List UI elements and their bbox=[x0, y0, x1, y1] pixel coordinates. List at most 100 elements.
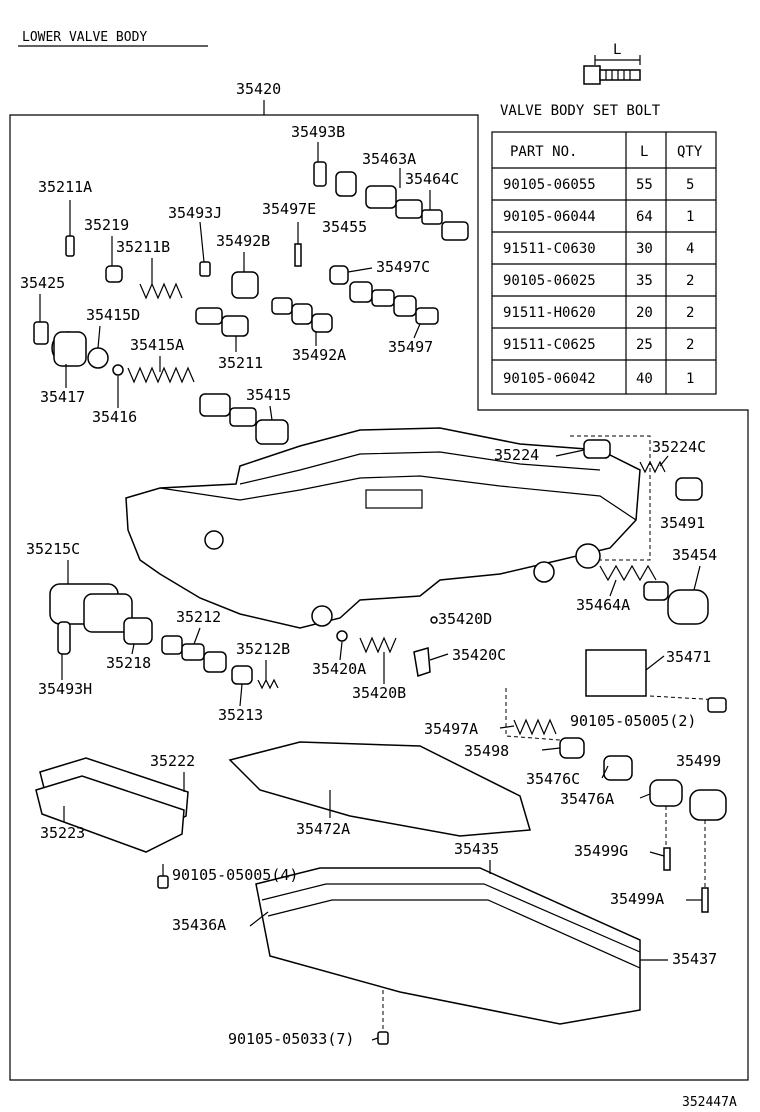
clip-35420C bbox=[413, 647, 431, 677]
plate-35437 bbox=[267, 899, 641, 969]
callout-90105-05005-4: 90105-05005(4) bbox=[172, 866, 298, 884]
callout-35491: 35491 bbox=[660, 514, 705, 532]
bolt-90105-05005-2 bbox=[707, 697, 727, 713]
plug-35224 bbox=[583, 439, 611, 459]
table-cell: 30 bbox=[636, 241, 653, 257]
callout-35212: 35212 bbox=[176, 608, 221, 626]
callout-35492A: 35492A bbox=[292, 346, 346, 364]
table-cell: 20 bbox=[636, 305, 653, 321]
callout-35497E: 35497E bbox=[262, 200, 316, 218]
table-cell: 91511-H0620 bbox=[503, 305, 596, 321]
callout-35493B: 35493B bbox=[291, 123, 345, 141]
bolt-table-border bbox=[491, 131, 717, 395]
callout-35472A: 35472A bbox=[296, 820, 350, 838]
table-cell: 55 bbox=[636, 177, 653, 193]
bolt-90105-05005-4 bbox=[157, 875, 169, 889]
valve-35492A bbox=[271, 297, 333, 333]
plug-35491 bbox=[675, 477, 703, 501]
callout-35464A: 35464A bbox=[576, 596, 630, 614]
ring-35415D bbox=[87, 347, 109, 369]
spring-35420B bbox=[359, 636, 397, 654]
callout-35476A: 35476A bbox=[560, 790, 614, 808]
spring-35211B bbox=[139, 282, 183, 300]
callout-35499: 35499 bbox=[676, 752, 721, 770]
leader-lines bbox=[39, 142, 702, 1041]
spring-35212B bbox=[257, 678, 279, 690]
pin-35493H bbox=[57, 621, 71, 655]
spring-35464A bbox=[599, 564, 657, 582]
ball-35420A bbox=[336, 630, 348, 642]
gasket-35472A bbox=[228, 741, 531, 837]
table-cell: 90105-06044 bbox=[503, 209, 596, 225]
callout-35498: 35498 bbox=[464, 742, 509, 760]
plug-35425 bbox=[33, 321, 49, 345]
callout-35499G: 35499G bbox=[574, 842, 628, 860]
table-header-length: L bbox=[640, 144, 648, 160]
plug-35497C bbox=[329, 265, 349, 285]
callout-35497: 35497 bbox=[388, 338, 433, 356]
callout-35215C: 35215C bbox=[26, 540, 80, 558]
dashed-guide-2 bbox=[505, 688, 561, 741]
diagram-title: LOWER VALVE BODY bbox=[22, 30, 147, 45]
callout-35493H: 35493H bbox=[38, 680, 92, 698]
callout-labels: 35493B 35463A 35464C 35211A 35219 35493J… bbox=[20, 123, 721, 1048]
callout-35211A: 35211A bbox=[38, 178, 92, 196]
table-cell: 91511-C0625 bbox=[503, 337, 596, 353]
callout-35417: 35417 bbox=[40, 388, 85, 406]
callout-35454: 35454 bbox=[672, 546, 717, 564]
valve-35212 bbox=[161, 635, 227, 673]
callout-35224C: 35224C bbox=[652, 438, 706, 456]
callout-35213: 35213 bbox=[218, 706, 263, 724]
spring-35497A bbox=[513, 718, 557, 736]
valve-body bbox=[125, 427, 641, 629]
pin-35497E bbox=[294, 243, 302, 267]
valve-35454 bbox=[643, 581, 709, 625]
callout-35437: 35437 bbox=[672, 950, 717, 968]
dashed-guide bbox=[570, 435, 651, 561]
callout-35415: 35415 bbox=[246, 386, 291, 404]
callout-90105-05033-7: 90105-05033(7) bbox=[228, 1030, 354, 1048]
plug-35213 bbox=[231, 665, 253, 685]
table-cell: 4 bbox=[686, 241, 694, 257]
callout-35218: 35218 bbox=[106, 654, 151, 672]
bolt-dimension-label: L bbox=[613, 42, 621, 58]
spring-35224C bbox=[639, 460, 666, 474]
plate-35471 bbox=[585, 649, 647, 697]
callout-35416: 35416 bbox=[92, 408, 137, 426]
callout-35455: 35455 bbox=[322, 218, 367, 236]
callout-35471: 35471 bbox=[666, 648, 711, 666]
plug-35492B bbox=[231, 271, 259, 299]
table-cell: 35 bbox=[636, 273, 653, 289]
callout-35497C: 35497C bbox=[376, 258, 430, 276]
sleeve-35215C bbox=[49, 583, 133, 633]
callout-35499A: 35499A bbox=[610, 890, 664, 908]
bolt-table-caption: VALVE BODY SET BOLT bbox=[500, 103, 661, 119]
assembly-frame bbox=[9, 114, 749, 1081]
callout-35415A: 35415A bbox=[130, 336, 184, 354]
bolt-icon bbox=[583, 55, 641, 85]
callout-35493J: 35493J bbox=[168, 204, 222, 222]
callout-35436A: 35436A bbox=[172, 916, 226, 934]
table-cell: 90105-06055 bbox=[503, 177, 596, 193]
plate-35435 bbox=[255, 867, 641, 1025]
table-cell: 40 bbox=[636, 371, 653, 387]
callout-35222: 35222 bbox=[150, 752, 195, 770]
pin-35499A bbox=[701, 887, 709, 913]
plug-35218 bbox=[123, 617, 153, 645]
plug-35219 bbox=[105, 265, 123, 283]
pin-35493J bbox=[199, 261, 211, 277]
table-cell: 90105-06042 bbox=[503, 371, 596, 387]
table-cell: 91511-C0630 bbox=[503, 241, 596, 257]
callout-35492B: 35492B bbox=[216, 232, 270, 250]
callout-35420D: 35420D bbox=[438, 610, 492, 628]
callout-35211B: 35211B bbox=[116, 238, 170, 256]
table-header-qty: QTY bbox=[677, 144, 703, 160]
table-cell: 2 bbox=[686, 337, 694, 353]
valve-35415 bbox=[199, 393, 289, 445]
ball-35416 bbox=[112, 364, 124, 376]
part-drawings bbox=[33, 161, 469, 445]
callout-35435: 35435 bbox=[454, 840, 499, 858]
valve-35464C bbox=[365, 185, 469, 241]
callout-35415D: 35415D bbox=[86, 306, 140, 324]
